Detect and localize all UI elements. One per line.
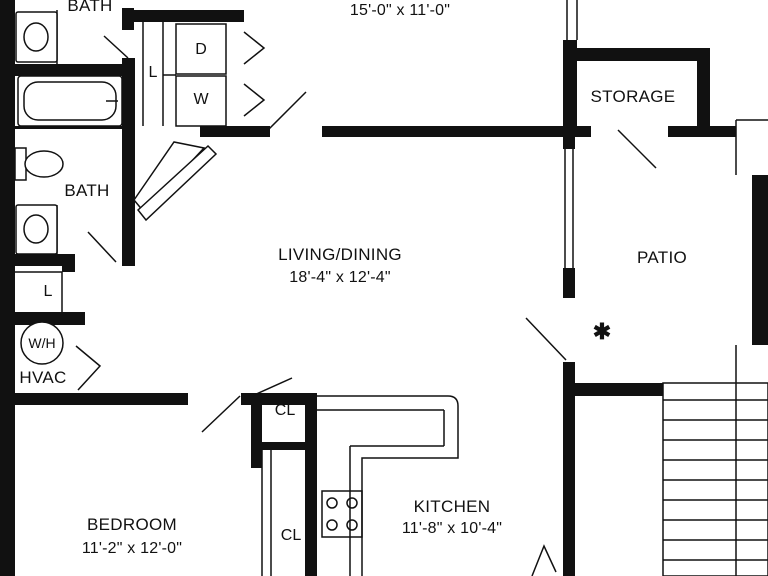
closet-side-label: CL <box>280 527 302 544</box>
patio-label: PATIO <box>637 248 687 267</box>
living-dims: 18'-4" x 12'-4" <box>289 269 391 286</box>
fireplace-icon <box>133 141 206 214</box>
toilet-icon <box>14 147 64 181</box>
fixtures <box>14 11 768 576</box>
storage-label: STORAGE <box>590 87 676 106</box>
bath-top-label: BATH <box>67 0 113 15</box>
bedroom-name: BEDROOM <box>87 515 177 534</box>
linen-l-label: L <box>43 283 53 300</box>
top-room-dims: 15'-0" x 11'-0" <box>349 2 451 19</box>
closet-top-label: CL <box>274 402 296 419</box>
dryer-label: D <box>195 41 207 58</box>
bedroom-dims: 11'-2" x 12'-0" <box>81 540 183 557</box>
bath-label: BATH <box>64 181 110 200</box>
kitchen-dims: 11'-8" x 10'-4" <box>401 520 503 537</box>
washer-label: W <box>193 91 209 108</box>
stove-icon <box>321 490 363 538</box>
washer-box <box>175 75 227 127</box>
kitchen-name: KITCHEN <box>413 497 491 516</box>
dryer-box <box>175 23 227 75</box>
kitchen-counter <box>317 395 459 576</box>
hvac-label: HVAC <box>19 368 67 387</box>
laundry-l-label: L <box>148 64 158 81</box>
stairs-icon <box>662 382 768 576</box>
water-heater-label: W/H <box>28 335 56 351</box>
water-heater-icon <box>20 321 64 365</box>
asterisk-marker: ✱ <box>592 319 612 344</box>
doors <box>75 31 657 576</box>
living-name: LIVING/DINING <box>278 245 402 264</box>
